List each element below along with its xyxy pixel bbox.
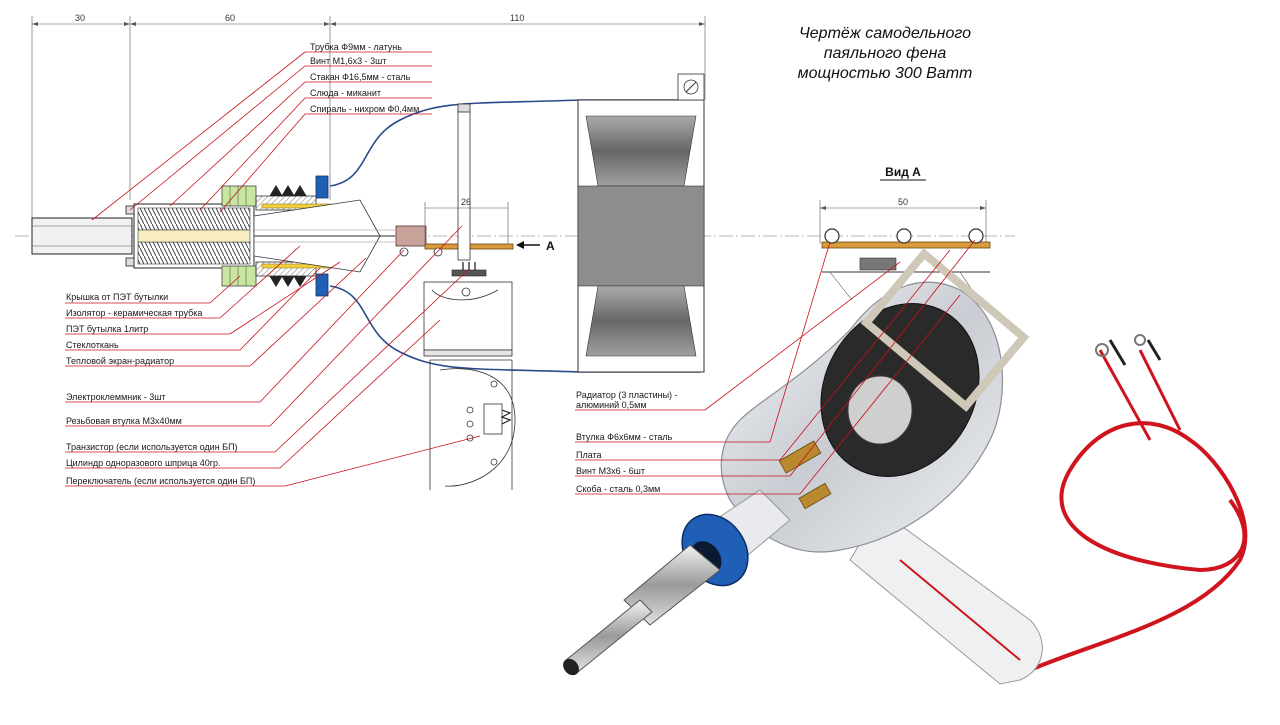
syringe-handle (429, 359, 513, 490)
label-steel-cup: Стакан Ф16,5мм - сталь (310, 72, 411, 82)
terminal-ring-1 (824, 228, 840, 244)
fan-side-view (577, 73, 705, 373)
label-radiator-1: Радиатор (3 пластины) - (576, 390, 678, 400)
pet-cap-bottom (221, 265, 257, 287)
dim-60: 60 (225, 13, 235, 23)
terminal-block (395, 225, 427, 247)
heater-assembly (31, 175, 395, 297)
title-block: Чертёж самодельного паяльного фена мощно… (798, 25, 973, 82)
label-syringe: Цилиндр одноразового шприца 40гр. (66, 458, 221, 468)
nozzle-tube-photo (565, 599, 653, 673)
ceramic-insulator (137, 229, 251, 243)
label-ceramic-insulator: Изолятор - керамическая трубка (66, 308, 202, 318)
dim-26: 26 (461, 197, 471, 207)
pet-cap-top (221, 185, 257, 207)
label-terminal-block: Электроклеммник - 3шт (66, 392, 166, 402)
dimension-lines: 30 60 110 (31, 13, 706, 250)
switch-body (483, 403, 503, 435)
title-line-3: мощностью 300 Ватт (798, 65, 973, 82)
label-nichrome-coil: Спираль - нихром Ф0,4мм (310, 104, 419, 114)
syringe-handle-photo (849, 509, 1043, 685)
fan-blade-bottom (585, 285, 697, 357)
control-board: 26 A (395, 103, 555, 490)
label-switch: Переключатель (если используется один БП… (66, 476, 255, 486)
blue-nut-top (315, 175, 329, 199)
label-pet-bottle: ПЭТ бутылка 1литр (66, 324, 148, 334)
nozzle-cap-photo (623, 544, 721, 626)
labels-bottom: Крышка от ПЭТ бутылки Изолятор - керамич… (66, 292, 255, 486)
label-transistor: Транзистор (если используется один БП) (66, 442, 238, 452)
view-a-arrow-label: A (546, 239, 555, 253)
label-board: Плата (576, 450, 602, 460)
label-mica: Слюда - миканит (310, 88, 381, 98)
bottle-outline-bottom (329, 285, 700, 373)
fan-blade-top (585, 115, 697, 187)
leader-lines (65, 51, 976, 495)
label-bracket: Скоба - сталь 0,3мм (576, 484, 660, 494)
label-brass-tube: Трубка Ф9мм - латунь (310, 42, 402, 52)
view-a-heading: Вид А (885, 165, 921, 179)
terminal-ring-3 (968, 228, 984, 244)
power-cable (1029, 421, 1248, 672)
terminal-ring-2 (896, 228, 912, 244)
view-a: Вид А 50 (819, 165, 991, 301)
label-heat-shield: Тепловой экран-радиатор (66, 356, 174, 366)
label-pet-cap: Крышка от ПЭТ бутылки (66, 292, 168, 302)
label-threaded-sleeve: Резьбовая втулка М3х40мм (66, 416, 182, 426)
bottle-outline-top (329, 99, 700, 187)
nichrome-coil-bottom (137, 241, 251, 265)
labels-right: Радиатор (3 пластины) - алюминий 0,5мм В… (576, 390, 678, 494)
gun-photo (563, 248, 1248, 685)
title-line-2: паяльного фена (824, 45, 947, 62)
brass-tube (31, 217, 133, 255)
fan-hub (577, 185, 705, 287)
nichrome-coil-top (137, 207, 251, 231)
label-bushing: Втулка Ф6х6мм - сталь (576, 432, 673, 442)
label-screw-m3: Винт М3х6 - 6шт (576, 466, 645, 476)
labels-top: Трубка Ф9мм - латунь Винт М1,6х3 - 3шт С… (310, 42, 419, 114)
label-radiator-2: алюминий 0,5мм (576, 400, 647, 410)
blue-nut-bottom (315, 273, 329, 297)
title-line-1: Чертёж самодельного (799, 25, 971, 42)
dim-110: 110 (510, 13, 524, 23)
label-glass-cloth: Стеклоткань (66, 340, 119, 350)
dim-50: 50 (898, 197, 908, 207)
dim-30: 30 (75, 13, 85, 23)
threaded-sleeve (457, 109, 471, 261)
label-screw-m16: Винт М1,6х3 - 3шт (310, 56, 386, 66)
